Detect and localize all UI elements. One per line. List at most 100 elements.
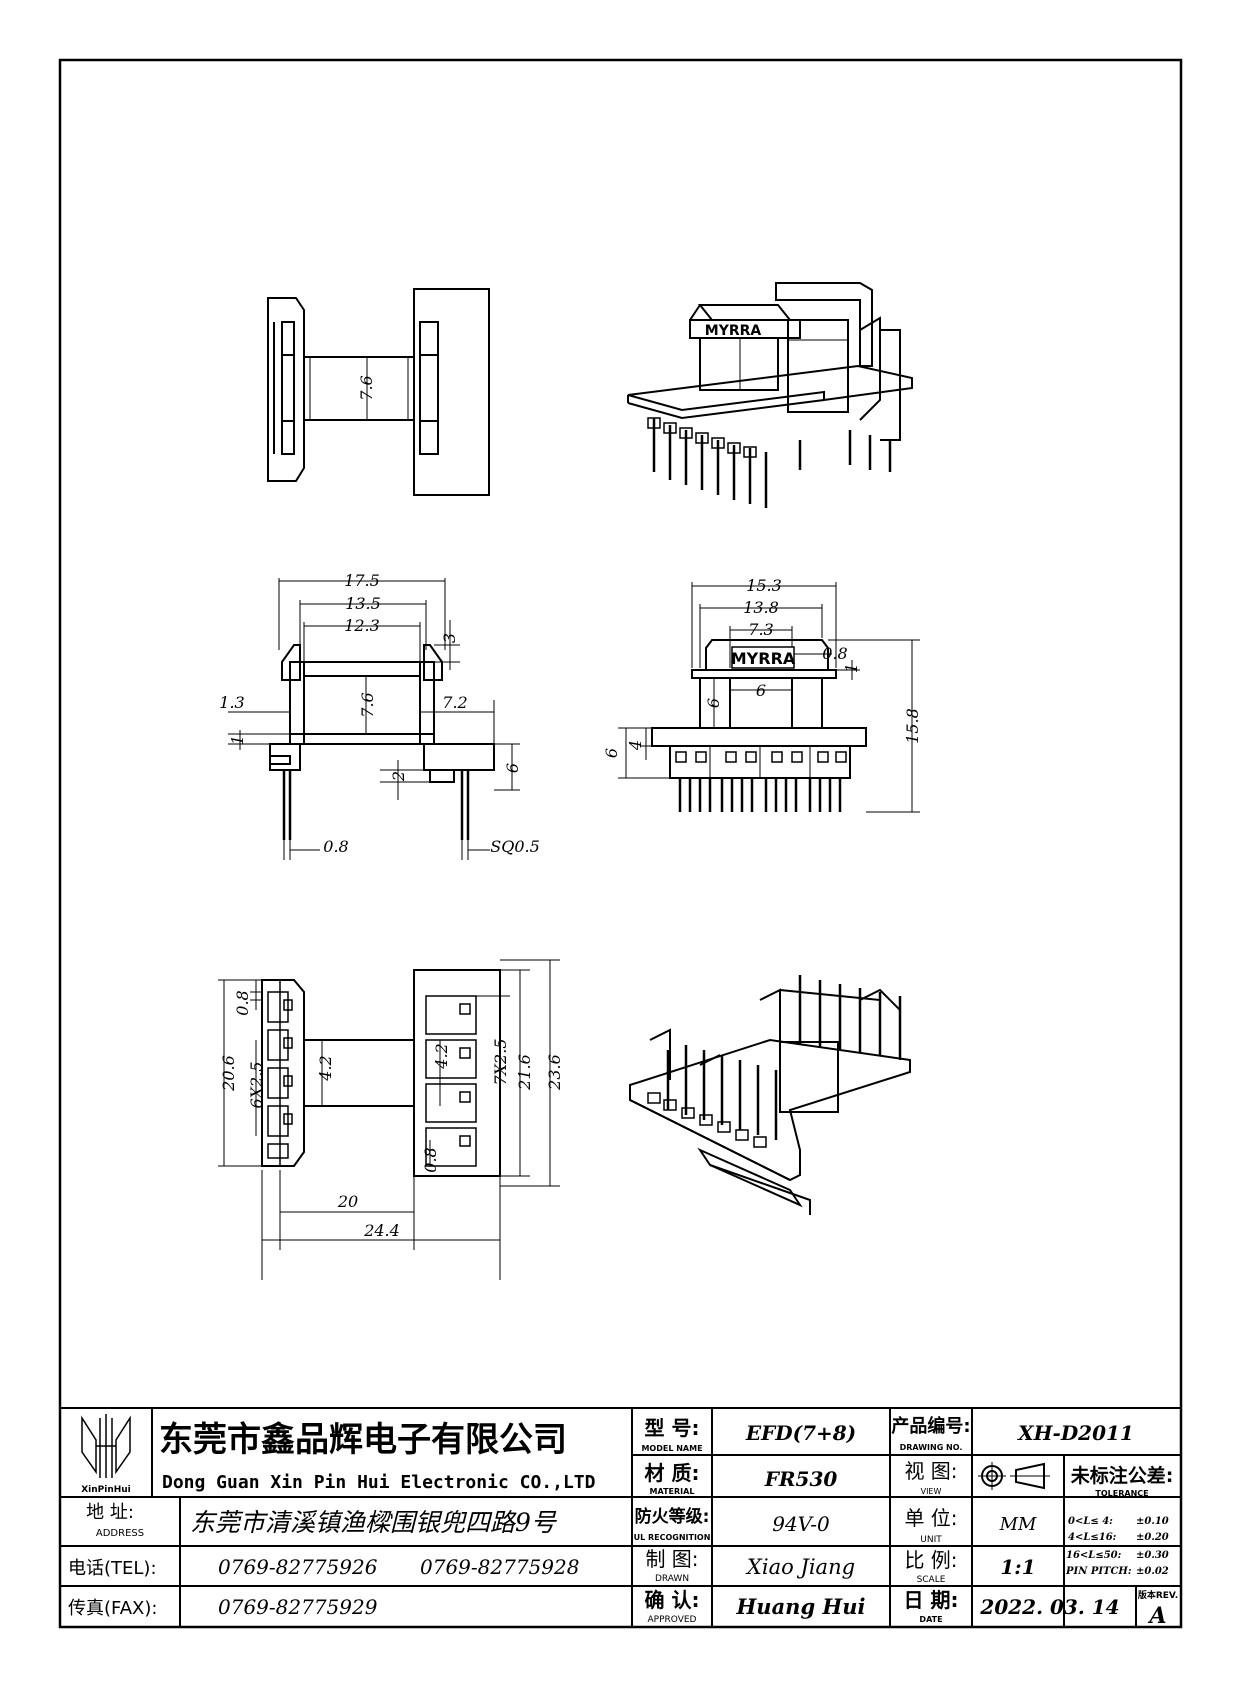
tolerance-range-0: 0<L≤ 4: <box>1068 1516 1113 1527</box>
dim-15-8: 15.8 <box>903 708 922 744</box>
date-label: 日 期: <box>904 1588 959 1612</box>
dim-0-8-front: 0.8 <box>323 837 348 856</box>
address-value: 东莞市清溪镇渔樑围银兜四路9号 <box>190 1508 558 1537</box>
dim-6-core: 6 <box>756 681 766 700</box>
dim-0-8-bottom-left: 0.8 <box>233 990 252 1015</box>
fire-value: 94V-0 <box>772 1512 830 1536</box>
drawing-no-label: 产品编号: <box>891 1415 970 1437</box>
dim-1-3: 1.3 <box>219 693 244 712</box>
approved-label: 确 认: <box>645 1588 700 1612</box>
address-label: 地 址: <box>86 1502 134 1523</box>
dim-sq0-5: SQ0.5 <box>490 837 540 856</box>
view-label-en: VIEW <box>921 1487 942 1496</box>
rev-value: A <box>1147 1603 1166 1629</box>
company-name-cn: 东莞市鑫品辉电子有限公司 <box>159 1420 567 1460</box>
tolerance-value-0: ±0.10 <box>1136 1516 1169 1527</box>
fire-label: 防火等级: <box>635 1506 710 1527</box>
dim-7-6-front: 7.6 <box>358 692 377 717</box>
date-label-en: DATE <box>919 1615 942 1624</box>
unit-label-en: UNIT <box>920 1535 942 1545</box>
dims-bottom <box>218 959 560 1280</box>
tolerance-title-en: TOLERANCE <box>1095 1489 1148 1498</box>
tolerance-range-2: 16<L≤50: <box>1066 1550 1122 1561</box>
dim-6x2-5: 6X2.5 <box>247 1061 266 1108</box>
sheet-frame <box>58 58 1183 1629</box>
material-label-en: MATERIAL <box>650 1487 695 1496</box>
dim-4-2-right: 4.2 <box>432 1043 451 1069</box>
model-label: 型 号: <box>645 1416 700 1440</box>
drawn-label: 制 图: <box>645 1547 698 1571</box>
rev-label: 版本REV. <box>1137 1589 1178 1601</box>
dim-20-6: 20.6 <box>219 1055 238 1092</box>
dim-12-3: 12.3 <box>344 616 380 635</box>
dim-4-2-left: 4.2 <box>316 1055 335 1081</box>
view-side <box>651 639 867 812</box>
scale-value: 1:1 <box>1000 1555 1035 1579</box>
dim-3: 3 <box>440 633 459 643</box>
dim-core-width: 7.6 <box>357 375 376 400</box>
view-side-plan <box>267 288 490 496</box>
view-label: 视 图: <box>904 1459 957 1483</box>
model-value: EFD(7+8) <box>745 1421 856 1445</box>
dim-17-5: 17.5 <box>344 571 380 590</box>
dim-1-side: 1 <box>842 663 861 673</box>
material-value: FR530 <box>764 1467 838 1491</box>
brand-label-side: MYRRA <box>731 649 796 668</box>
unit-label: 单 位: <box>904 1506 957 1530</box>
dim-7x2-5: 7X2.5 <box>491 1038 510 1085</box>
dim-1-front: 1 <box>228 735 247 745</box>
dim-0-8-side: 0.8 <box>822 644 847 663</box>
fax-label: 传真(FAX): <box>68 1598 157 1619</box>
dim-21-6: 21.6 <box>515 1054 534 1091</box>
dim-6-front: 6 <box>503 763 522 773</box>
view-isometric-top <box>627 282 913 508</box>
tel-label: 电话(TEL): <box>68 1558 157 1579</box>
dim-2-front: 2 <box>389 771 408 782</box>
tolerance-range-3: PIN PITCH: <box>1065 1566 1132 1577</box>
tolerance-title: 未标注公差: <box>1070 1464 1174 1487</box>
dims-front <box>228 578 520 860</box>
drawing-no-value: XH-D2011 <box>1016 1421 1134 1445</box>
company-logo <box>81 1414 131 1478</box>
drawn-value: Xiao Jiang <box>745 1555 855 1579</box>
date-value: 2022. 03. 14 <box>979 1595 1119 1619</box>
dims-side <box>618 582 920 813</box>
projection-symbol-icon <box>978 1462 1050 1490</box>
dim-13-5: 13.5 <box>345 594 381 613</box>
view-bottom <box>261 969 501 1177</box>
scale-label-en: SCALE <box>917 1575 946 1585</box>
dim-23-6: 23.6 <box>545 1054 564 1091</box>
dim-6-upper: 6 <box>704 698 723 708</box>
material-label: 材 质: <box>645 1461 700 1485</box>
tolerance-value-3: ±0.02 <box>1136 1566 1169 1577</box>
logo-text: XinPinHui <box>81 1485 131 1495</box>
tel-value-1: 0769-82775926 <box>218 1555 378 1579</box>
dim-7-3: 7.3 <box>748 620 773 639</box>
fire-label-en: UL RECOGNITION <box>634 1533 711 1542</box>
brand-label-iso: MYRRA <box>705 323 762 339</box>
view-isometric-bottom <box>629 975 911 1215</box>
model-label-en: MODEL NAME <box>641 1444 702 1453</box>
tel-value-2: 0769-82775928 <box>420 1555 579 1579</box>
tolerance-value-1: ±0.20 <box>1136 1532 1169 1543</box>
dim-20: 20 <box>337 1192 358 1211</box>
unit-value: MM <box>999 1514 1037 1535</box>
approved-value: Huang Hui <box>735 1594 865 1619</box>
address-label-en: ADDRESS <box>96 1528 144 1539</box>
dim-6-base: 6 <box>602 748 621 758</box>
drawing-no-label-en: DRAWING NO. <box>900 1443 963 1452</box>
fax-value: 0769-82775929 <box>218 1595 378 1619</box>
tolerance-range-1: 4<L≤16: <box>1068 1532 1117 1543</box>
view-front <box>269 644 495 840</box>
dim-7-2: 7.2 <box>442 693 467 712</box>
scale-label: 比 例: <box>904 1548 957 1572</box>
title-block <box>60 1407 1181 1627</box>
tolerance-value-2: ±0.30 <box>1136 1550 1169 1561</box>
dim-13-8: 13.8 <box>743 598 779 617</box>
drawn-label-en: DRAWN <box>655 1574 689 1584</box>
approved-label-en: APPROVED <box>648 1615 697 1625</box>
brand-plate <box>731 646 795 669</box>
company-name-en: Dong Guan Xin Pin Hui Electronic CO.,LTD <box>162 1472 596 1493</box>
dim-15-3: 15.3 <box>746 576 782 595</box>
